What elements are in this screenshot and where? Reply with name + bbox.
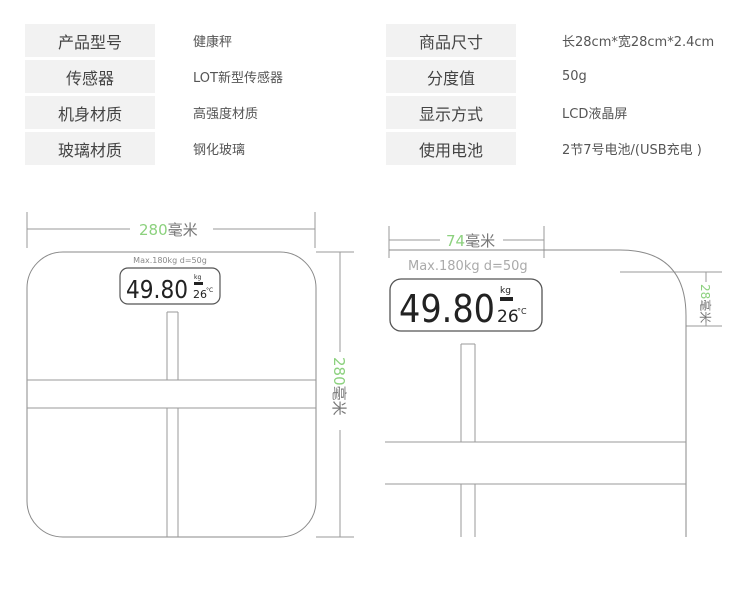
- detail-lcd-reading: 49.80: [399, 287, 495, 331]
- front-battery-icon: [194, 282, 203, 285]
- front-height-label: 280毫米: [330, 357, 348, 416]
- front-width-label: 280毫米: [139, 221, 198, 239]
- front-scale-body: [26, 251, 317, 538]
- spec-label-sensor: 传感器: [25, 60, 155, 93]
- spec-value-battery: 2节7号电池/(USB充电 ): [562, 143, 702, 158]
- detail-lcd-temp: 26: [497, 307, 519, 327]
- front-lcd-temp: 26: [193, 288, 207, 301]
- spec-value-body-material: 高强度材质: [193, 107, 259, 122]
- spec-value-model: 健康秤: [193, 35, 233, 50]
- detail-lcd-temp-unit: °C: [517, 307, 527, 316]
- front-lcd-reading: 49.80: [126, 275, 188, 304]
- detail-capacity-text: Max.180kg d=50g: [408, 259, 528, 274]
- spec-value-division: 50g: [562, 69, 587, 84]
- spec-label-body-material: 机身材质: [25, 96, 155, 129]
- spec-label-display: 显示方式: [386, 96, 516, 129]
- detail-width-label: 74毫米: [446, 232, 495, 250]
- detail-height-label: 28毫米: [698, 284, 713, 323]
- spec-value-glass-material: 钢化玻璃: [193, 143, 246, 158]
- spec-value-display: LCD液晶屏: [562, 107, 628, 122]
- spec-value-size: 长28cm*宽28cm*2.4cm: [562, 35, 715, 50]
- front-lcd-unit: kg: [194, 274, 201, 281]
- spec-label-model: 产品型号: [25, 24, 155, 57]
- front-capacity-text: Max.180kg d=50g: [133, 256, 207, 265]
- front-lcd-frame: [119, 267, 221, 305]
- spec-label-glass-material: 玻璃材质: [25, 132, 155, 165]
- spec-label-division: 分度值: [386, 60, 516, 93]
- detail-lcd-frame: [389, 278, 543, 332]
- spec-label-battery: 使用电池: [386, 132, 516, 165]
- detail-battery-icon: [500, 297, 513, 301]
- detail-lcd-unit: kg: [500, 286, 511, 296]
- spec-value-sensor: LOT新型传感器: [193, 71, 283, 86]
- spec-label-size: 商品尺寸: [386, 24, 516, 57]
- front-lcd-temp-unit: °C: [206, 287, 213, 294]
- detail-scale-edge: [389, 249, 687, 537]
